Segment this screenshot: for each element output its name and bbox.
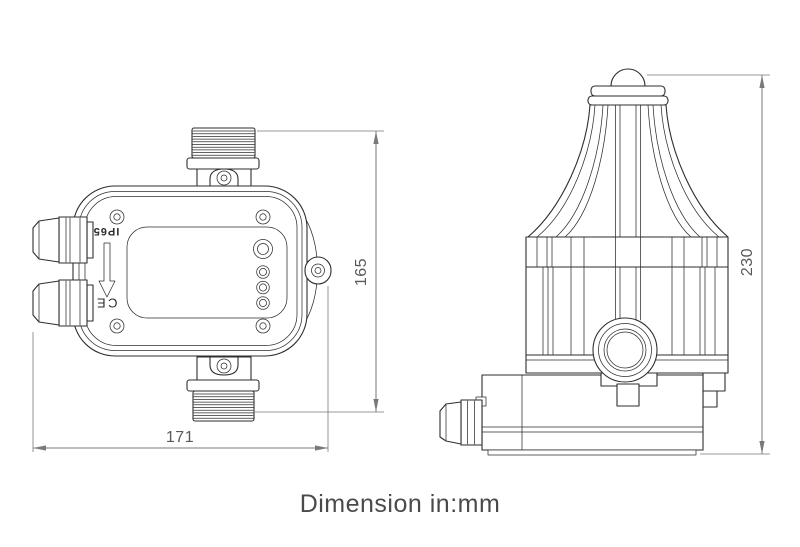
thread-lines <box>192 130 255 156</box>
knob-cap <box>590 85 666 97</box>
lug-body <box>304 256 332 285</box>
gland-washer <box>86 221 94 259</box>
front-view: IP65 CE <box>32 127 332 422</box>
box-foot <box>487 449 697 456</box>
body-fins <box>542 266 716 356</box>
gland-nut <box>58 216 88 264</box>
gland-nut-facets <box>467 400 475 445</box>
led-indicator-1-inner <box>259 268 267 276</box>
led-indicator-2 <box>256 280 270 295</box>
center-column-lower <box>615 266 641 321</box>
bell-rib <box>660 104 720 238</box>
box-seam-lines <box>481 426 704 433</box>
arrowhead-left <box>33 445 46 451</box>
height-dimension: 165 <box>255 130 384 413</box>
port-bottom-tab <box>616 383 640 407</box>
arrowhead-bottom <box>373 399 379 412</box>
mounting-lug <box>304 256 332 285</box>
screw-boss <box>209 168 239 188</box>
arrowhead-right <box>315 445 328 451</box>
controls <box>253 239 273 310</box>
bell-silhouette <box>527 104 729 238</box>
bell-housing <box>527 104 729 238</box>
knob-rim <box>587 95 669 106</box>
top-thread-connector <box>186 127 260 189</box>
dimension-annotations: 171 165 230 <box>32 74 770 455</box>
right-step-upper <box>702 372 726 392</box>
upper-band <box>525 236 729 268</box>
boss-screw-outer <box>216 170 232 186</box>
boss-screw-inner <box>220 362 228 370</box>
band-fins <box>536 236 718 268</box>
lug-hole-outer <box>311 263 325 278</box>
band-body <box>525 236 729 268</box>
led-indicator-3 <box>256 296 270 310</box>
side-view <box>439 68 729 456</box>
cable-gland-lower <box>32 279 94 327</box>
extension-lines <box>255 130 384 413</box>
side-height-dimension-label: 230 <box>739 248 756 276</box>
connector-flange <box>186 157 260 170</box>
center-column <box>615 104 641 238</box>
gland-washer <box>86 284 94 322</box>
thread-lines <box>193 393 254 419</box>
boss-screw-outer <box>216 358 232 374</box>
port-bore-outer <box>603 328 647 372</box>
side-height-dimension: 230 <box>647 74 770 455</box>
thread-body <box>191 127 256 159</box>
adjustment-knob-dome <box>610 68 646 87</box>
thread-body <box>192 390 255 422</box>
gland-nut-facets <box>65 280 81 326</box>
arrowhead-bottom <box>759 441 765 454</box>
boss-screw-inner <box>220 174 228 182</box>
terminal-box <box>481 374 704 456</box>
bell-rib <box>564 104 609 238</box>
power-button-inner <box>257 243 269 255</box>
power-button <box>253 239 273 259</box>
port-ring <box>598 323 652 377</box>
ce-marking: CE <box>94 296 117 311</box>
units-caption: Dimension in:mm <box>299 490 501 518</box>
gland-cap <box>32 217 60 263</box>
side-port <box>592 317 658 407</box>
gland-nut <box>58 279 88 327</box>
body-border-inner <box>84 196 298 346</box>
screw-boss <box>209 356 239 376</box>
arrowhead-top <box>373 131 379 144</box>
port-bore-inner <box>606 331 644 369</box>
port-outer <box>592 317 658 383</box>
front-panel <box>126 226 288 319</box>
extension-lines <box>32 286 329 452</box>
height-dimension-label: 165 <box>353 258 370 286</box>
led-indicator-3-inner <box>259 299 267 307</box>
gland-nut-facets <box>65 217 81 263</box>
corner-screws <box>109 209 271 334</box>
ip65-marking: IP65 <box>93 225 120 237</box>
width-dimension-label: 171 <box>166 429 194 446</box>
gland-nut <box>460 399 483 446</box>
down-arrow-marking <box>98 242 116 298</box>
width-dimension: 171 <box>32 286 329 452</box>
gland-cap <box>32 280 60 326</box>
gland-cap <box>439 401 462 445</box>
body-border-mid <box>78 191 303 351</box>
bottom-thread-connector <box>186 356 260 422</box>
cable-gland-upper <box>32 216 94 264</box>
bell-rib <box>555 104 604 238</box>
lug-hole-inner <box>314 267 322 274</box>
cable-gland-side <box>439 396 487 446</box>
arrowhead-top <box>759 75 765 88</box>
bell-rib <box>536 104 596 238</box>
bell-rib <box>652 104 701 238</box>
connector-flange <box>186 379 260 392</box>
led-indicator-2-inner <box>259 283 267 292</box>
main-body <box>525 266 729 374</box>
extension-lines <box>647 74 770 455</box>
box-body <box>481 374 704 451</box>
led-indicator-1 <box>256 265 270 279</box>
right-step-lower <box>702 390 718 408</box>
bell-rib <box>647 104 692 238</box>
